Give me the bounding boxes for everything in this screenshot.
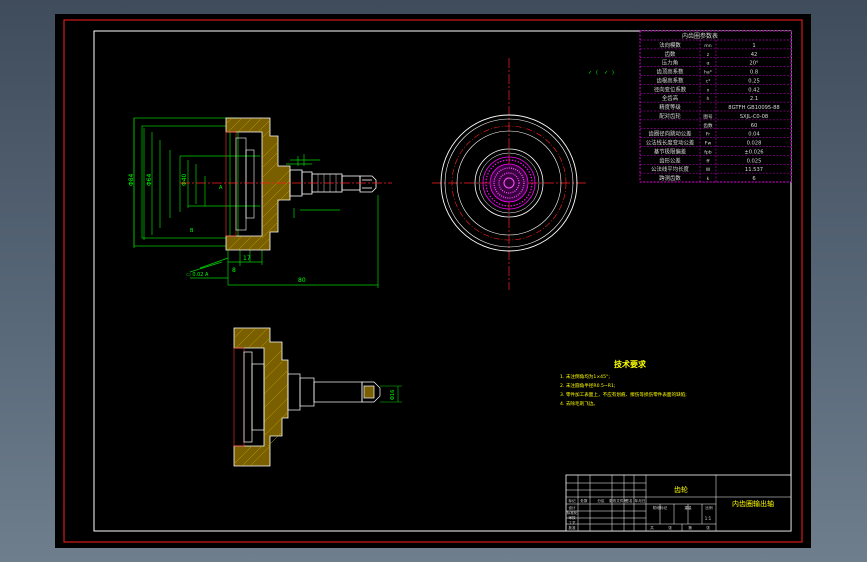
tech-req-item: 4. 去除毛刺飞边。 [560,400,598,407]
param-symbol: fpb [704,149,712,155]
tech-req-heading: 技术要求 [614,359,647,369]
gear-table-heading: 内齿圈参数表 [682,32,718,40]
title-row-label: 分区 [597,498,605,503]
param-name: 径向变位系数 [654,85,687,93]
title-row-label: 年月日 [635,498,646,503]
dim-d1: Φ84 [128,173,135,186]
svg-text:): ) [612,70,614,76]
param-symbol: ff [706,158,710,164]
param-name: 精度等级 [659,103,681,111]
main-section-view: Φ84 Φ64 Φ40 80 17 8 ▭ 0.02 A B A [128,117,392,288]
dim-overall-length: 80 [298,277,306,284]
attr-label: 阶段标记 [653,505,668,510]
param-name: 法向模数 [659,41,681,49]
param-symbol: mn [704,44,711,49]
param-name: 基节极限偏差 [654,147,687,155]
sheet-label: 共 [650,525,654,530]
param-value: 42 [751,52,758,58]
gear-parameter-table: 内齿圈参数表 法向模数 mn 1 齿数 z 42 压力角 α 20° 齿顶高系数 ha* 0.8 齿根高… [639,30,792,183]
sheet-label: 第 [688,525,692,530]
param-symbol: 图号 [703,114,713,120]
param-name: 全齿高 [662,94,679,102]
param-name: 齿顶高系数 [657,68,685,76]
param-name: 齿根高系数 [657,76,685,84]
svg-text:A: A [219,185,223,191]
dim-d-end: Φ16 [390,390,396,400]
param-name: 压力角 [662,59,678,67]
technical-requirements: 技术要求 1. 未注倒角均为1×45°; 2. 未注圆角半径R0.5~R1; 3. … [560,359,687,407]
tech-req-item: 2. 未注圆角半径R0.5~R1; [560,382,616,389]
tech-req-item: 3. 零件加工表面上，不应有划痕、擦伤等损伤零件表面的缺陷; [560,391,687,398]
end-view [432,58,588,290]
param-value: 1 [752,43,755,49]
dim-len-8: 8 [232,267,236,274]
param-symbol: 齿数 [703,122,713,129]
sheet-label: 张 [706,525,710,530]
param-name: 跨测齿数 [659,174,681,182]
param-value: 60 [751,123,758,129]
sheet-label: 张 [668,525,672,530]
param-value: SXJL-C0-08 [740,114,768,120]
param-symbol: k [707,176,710,182]
tech-req-item: 1. 未注倒角均为1×45°; [560,373,610,380]
signoff-label: 工艺 [568,520,576,525]
param-symbol: z [707,53,710,58]
param-symbol: h [707,96,710,102]
param-value: 0.025 [747,158,762,164]
roughness-symbol: ✓ ( ✓) [588,70,614,76]
param-value: 6 [752,176,755,182]
param-value: 0.8 [750,70,758,76]
title-row-label: 标记 [568,498,576,503]
param-name: 公法线平均长度 [651,165,689,173]
param-value: 0.42 [748,87,760,93]
signoff-label: 审核 [568,515,576,520]
title-row-label: 更改文件号 [609,498,627,503]
svg-text:(: ( [596,70,598,76]
svg-text:✓: ✓ [604,70,608,76]
param-symbol: α [706,62,709,67]
param-name: 公法线长度变动公差 [646,139,695,147]
param-name: 齿形公差 [659,156,681,164]
svg-text:▭ 0.02 A: ▭ 0.02 A [186,272,209,278]
param-symbol: Fw [705,141,712,147]
param-value: 20° [749,61,759,67]
signoff-label: 标准化 [567,510,578,515]
param-name: 齿圈径向跳动公差 [648,130,692,138]
lower-section-view: Φ16 [233,327,402,467]
title-row-label: 处数 [580,498,588,503]
outer-frame [63,19,803,543]
param-value: ±0.026 [744,149,763,155]
param-value: 0.04 [748,132,760,138]
inner-frame [93,30,792,532]
title-row-label: 签名 [625,498,633,503]
param-value: 0.028 [747,141,762,147]
scale-value: 1:1 [705,516,712,521]
param-value: 11.537 [745,167,763,173]
param-name: 配对齿轮 [659,112,681,120]
param-name: 齿数 [665,50,676,58]
dim-d2: Φ64 [146,173,153,186]
signoff-label: 设计 [568,505,576,510]
dim-len-17: 17 [243,255,251,262]
param-symbol: Fr [706,132,710,138]
param-symbol: ha* [704,70,713,76]
attr-label: 比例 [705,505,713,510]
dim-d3: Φ40 [181,173,188,186]
drawing-name: 内齿圈输出轴 [732,499,774,508]
param-value: 2.1 [750,96,758,102]
svg-text:B: B [190,228,194,234]
signoff-label: 批准 [568,525,576,530]
title-block: 齿轮 内齿圈输出轴 1:1 标记处数 分区更改文件号签名年月日 设计标准化审核工艺… [565,474,792,532]
svg-text:✓: ✓ [588,70,592,76]
param-symbol: c* [706,78,712,84]
attr-label: 重量 [684,505,692,510]
param-value: 8GTFH GB10095-88 [728,105,779,111]
param-symbol: x [707,88,710,93]
param-value: 0.25 [748,78,760,84]
param-symbol: W [706,167,711,173]
part-name: 齿轮 [674,485,688,494]
